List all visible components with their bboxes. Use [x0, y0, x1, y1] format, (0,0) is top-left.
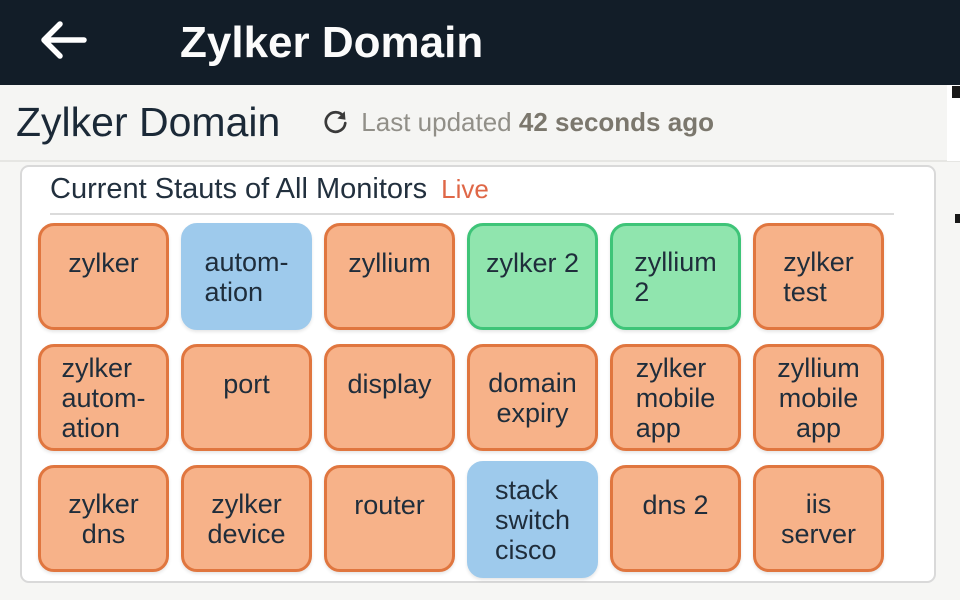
monitor-tile[interactable]: router — [324, 465, 455, 572]
monitor-tile[interactable]: domain expiry — [467, 344, 598, 451]
monitor-tile[interactable]: iis server — [753, 465, 884, 572]
back-button[interactable] — [36, 21, 90, 65]
app-bar-title: Zylker Domain — [180, 17, 484, 67]
scrollbar-tick — [955, 214, 960, 223]
monitor-grid: zylker autom- ation zyllium zylker 2 zyllium… — [22, 215, 934, 578]
monitor-tile[interactable]: zylker — [38, 223, 169, 330]
monitor-tile-label: domain expiry — [488, 367, 577, 428]
monitor-tile[interactable]: zyllium — [324, 223, 455, 330]
monitor-tile[interactable]: stack switch cisco — [467, 461, 598, 578]
monitor-tile-label: zylker mobile app — [635, 352, 716, 443]
monitors-card-title: Current Stauts of All Monitors — [50, 173, 428, 205]
monitor-tile-label: port — [223, 368, 270, 399]
scrollbar-thumb[interactable] — [952, 86, 960, 98]
page-header: Zylker Domain Last updated 42 seconds ag… — [0, 85, 960, 162]
monitor-tile-label: dns 2 — [642, 489, 709, 520]
monitor-tile[interactable]: zyllium mobile app — [753, 344, 884, 451]
monitor-tile[interactable]: zylker autom- ation — [38, 344, 169, 451]
refresh-icon[interactable] — [322, 109, 349, 136]
last-updated-value: 42 seconds ago — [518, 107, 714, 137]
monitors-card: Current Stauts of All Monitors Live zylk… — [20, 165, 936, 583]
monitor-tile-label: zylker device — [207, 488, 286, 549]
monitor-tile-label: zylker — [68, 247, 139, 278]
monitor-tile-label: zylker autom- ation — [61, 352, 146, 443]
monitor-tile-label: iis server — [780, 488, 856, 549]
monitor-tile[interactable]: zylker device — [181, 465, 312, 572]
app-bar: Zylker Domain — [0, 0, 960, 85]
monitor-tile[interactable]: zylker test — [753, 223, 884, 330]
page-title: Zylker Domain — [16, 99, 281, 145]
live-badge[interactable]: Live — [441, 174, 489, 204]
monitor-tile[interactable]: autom- ation — [181, 223, 312, 330]
monitor-tile-label: autom- ation — [204, 246, 289, 307]
monitor-tile[interactable]: zylker 2 — [467, 223, 598, 330]
monitor-tile-label: zylker dns — [68, 488, 139, 549]
monitor-tile[interactable]: dns 2 — [610, 465, 741, 572]
scrollbar-track[interactable] — [947, 85, 960, 161]
last-updated-text: Last updated 42 seconds ago — [361, 107, 714, 138]
monitor-tile[interactable]: zylker dns — [38, 465, 169, 572]
monitor-tile[interactable]: port — [181, 344, 312, 451]
last-updated-label: Last updated — [361, 107, 512, 137]
monitors-card-header: Current Stauts of All Monitors Live — [22, 167, 934, 211]
monitor-tile[interactable]: display — [324, 344, 455, 451]
monitor-tile-label: router — [354, 489, 425, 520]
monitor-tile-label: display — [347, 368, 432, 399]
monitor-tile-label: zyllium mobile app — [777, 352, 860, 443]
monitor-tile[interactable]: zylker mobile app — [610, 344, 741, 451]
divider — [50, 213, 894, 215]
monitor-tile-label: zylker 2 — [485, 247, 580, 278]
monitor-tile[interactable]: zyllium 2 — [610, 223, 741, 330]
arrow-left-icon — [38, 19, 88, 66]
monitor-tile-label: stack switch cisco — [494, 474, 570, 565]
page-content: Current Stauts of All Monitors Live zylk… — [0, 162, 960, 600]
monitor-tile-label: zyllium 2 — [634, 246, 717, 307]
monitor-tile-label: zyllium — [348, 247, 431, 278]
monitor-tile-label: zylker test — [783, 246, 854, 307]
